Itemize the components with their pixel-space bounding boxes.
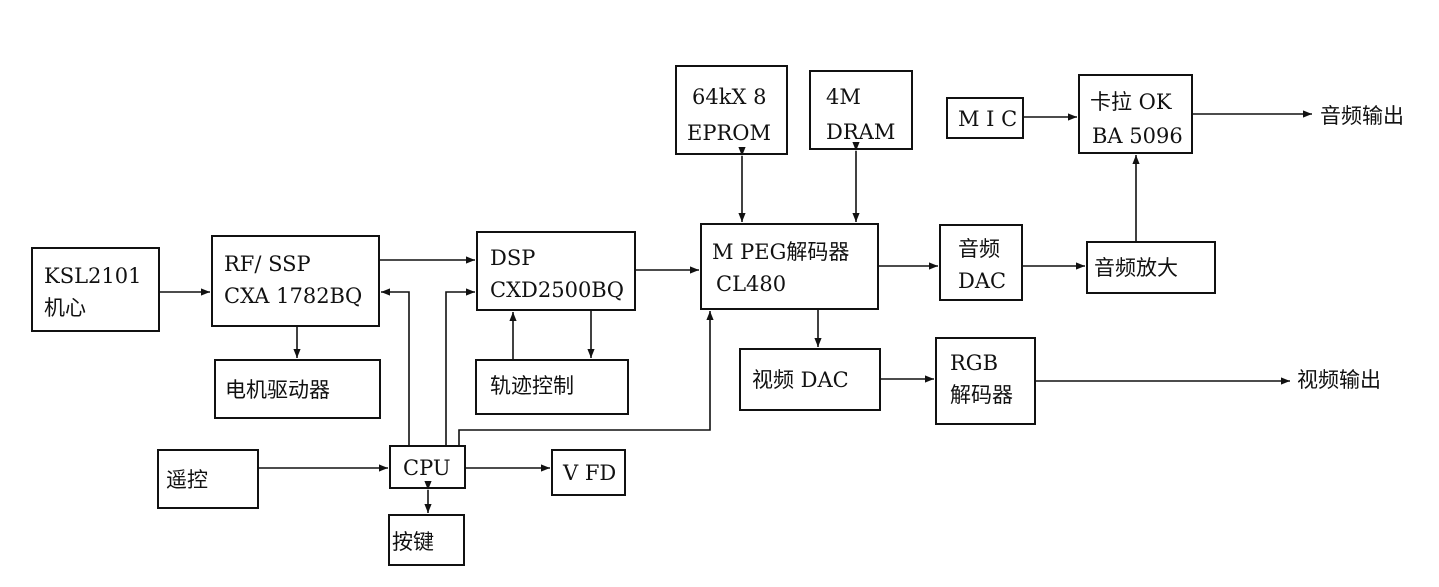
rf-ssp-label: RF/ SSP xyxy=(224,252,311,276)
vfd-label: V FD xyxy=(562,461,616,485)
karaoke-label: 卡拉 OK xyxy=(1090,90,1172,114)
video-output-label: 视频输出 xyxy=(1297,368,1381,392)
audio-dac-line2: DAC xyxy=(958,269,1006,293)
wire-cpu-to-rf xyxy=(381,288,410,446)
block-eprom: 64kX 8 EPROM xyxy=(675,65,788,155)
eprom-size-label: 64kX 8 xyxy=(692,85,766,109)
rgb-decoder-label: 解码器 xyxy=(950,383,1013,407)
dram-label: DRAM xyxy=(826,120,895,144)
dram-size-label: 4M xyxy=(826,85,861,109)
keys-label: 按键 xyxy=(392,530,434,554)
block-mic: M I C xyxy=(946,97,1024,139)
block-keys: 按键 xyxy=(388,514,465,566)
audio-output-label: 音频输出 xyxy=(1320,104,1404,128)
block-karaoke: 卡拉 OK BA 5096 xyxy=(1078,74,1193,154)
ksl2101-label: KSL2101 xyxy=(44,264,141,288)
ba5096-label: BA 5096 xyxy=(1092,124,1183,148)
motor-driver-label: 电机驱动器 xyxy=(225,378,330,402)
block-dram: 4M DRAM xyxy=(809,70,913,150)
block-cpu: CPU xyxy=(389,445,466,489)
mic-label: M I C xyxy=(958,107,1017,131)
block-remote-control: 遥控 xyxy=(157,449,259,509)
track-control-label: 轨迹控制 xyxy=(490,374,574,398)
block-audio-dac: 音频 DAC xyxy=(939,224,1023,301)
cpu-label: CPU xyxy=(403,456,451,480)
block-mpeg-decoder: M PEG解码器 CL480 xyxy=(700,223,879,310)
rgb-label: RGB xyxy=(950,351,998,375)
audio-dac-line1: 音频 xyxy=(958,237,1000,261)
cxd2500bq-label: CXD2500BQ xyxy=(490,278,624,302)
block-ksl2101-mechanism: KSL2101 机心 xyxy=(31,247,160,332)
audio-amplifier-label: 音频放大 xyxy=(1094,256,1178,280)
block-video-dac: 视频 DAC xyxy=(739,348,881,411)
cxa1782bq-label: CXA 1782BQ xyxy=(224,284,362,308)
block-vfd: V FD xyxy=(551,449,626,496)
wire-cpu-to-mpeg xyxy=(458,311,714,446)
remote-control-label: 遥控 xyxy=(166,468,208,492)
eprom-label: EPROM xyxy=(687,121,771,145)
wire-cpu-to-dsp xyxy=(445,288,475,446)
video-dac-label: 视频 DAC xyxy=(752,368,849,392)
block-audio-amplifier: 音频放大 xyxy=(1086,241,1216,294)
block-dsp: DSP CXD2500BQ xyxy=(476,231,636,311)
mechanism-label: 机心 xyxy=(44,296,86,320)
cl480-label: CL480 xyxy=(716,272,786,296)
mpeg-decoder-label: M PEG解码器 xyxy=(712,240,849,264)
block-rgb-decoder: RGB 解码器 xyxy=(935,337,1036,425)
block-track-control: 轨迹控制 xyxy=(475,359,629,415)
block-rf-ssp: RF/ SSP CXA 1782BQ xyxy=(211,235,380,327)
block-motor-driver: 电机驱动器 xyxy=(214,359,381,419)
dsp-label: DSP xyxy=(490,246,535,270)
